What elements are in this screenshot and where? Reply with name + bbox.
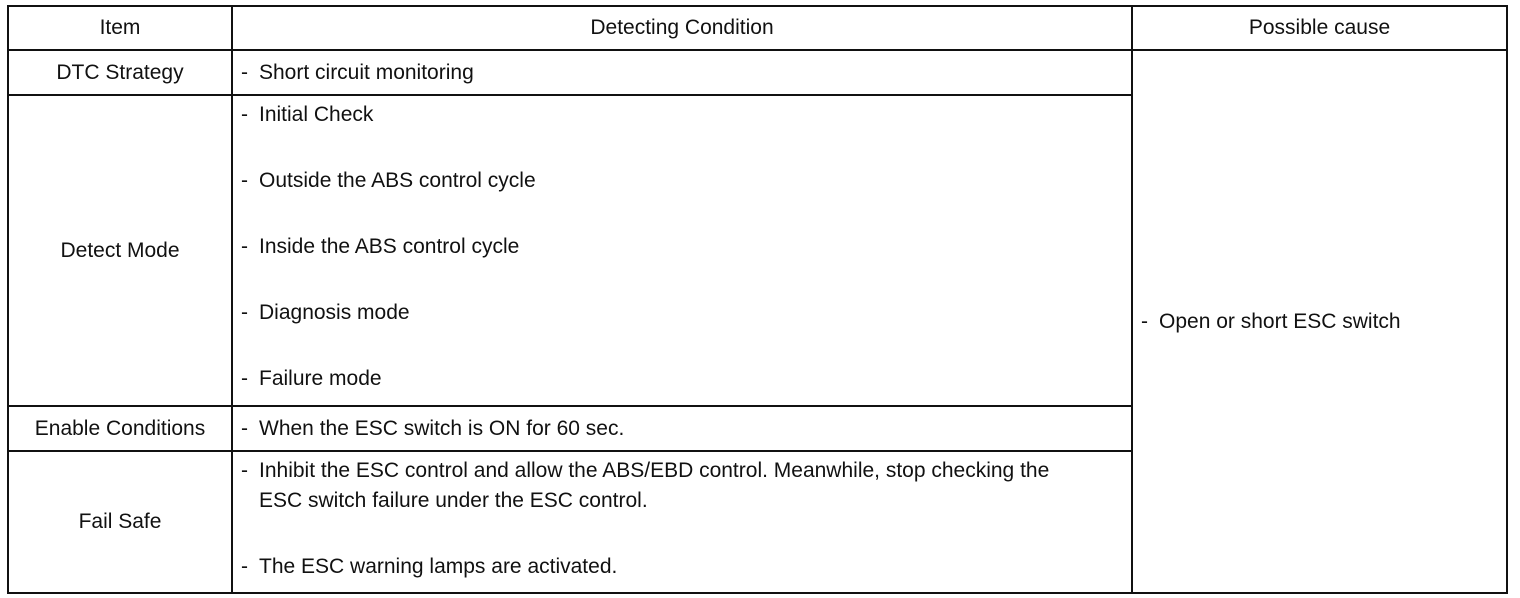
bullet-dash: -	[241, 555, 248, 578]
condition-line: - Failure mode	[241, 364, 1123, 394]
table-row: Enable Conditions - When the ESC switch …	[7, 405, 1507, 452]
row-item-detect-mode: Detect Mode	[7, 94, 233, 407]
header-possible-cause: Possible cause	[1131, 5, 1508, 51]
row-conditions: - Short circuit monitoring	[231, 49, 1133, 96]
row-conditions: - Initial Check - Outside the ABS contro…	[231, 94, 1133, 407]
condition-line: - Diagnosis mode	[241, 298, 1123, 328]
header-row: Item Detecting Condition Possible cause	[7, 5, 1508, 51]
condition-text: The ESC warning lamps are activated.	[259, 555, 618, 578]
bullet-dash: -	[241, 301, 248, 324]
row-item-enable-conditions: Enable Conditions	[7, 405, 233, 452]
header-item: Item	[7, 5, 233, 51]
bullet-dash: -	[241, 235, 248, 258]
row-conditions: - When the ESC switch is ON for 60 sec.	[231, 405, 1133, 452]
header-detecting-condition: Detecting Condition	[231, 5, 1133, 51]
condition-line: - Inside the ABS control cycle	[241, 232, 1123, 262]
condition-text: Inside the ABS control cycle	[259, 235, 520, 258]
condition-text: Failure mode	[259, 367, 382, 390]
diagnostic-table-wrapper: Item Detecting Condition Possible cause …	[7, 5, 1508, 594]
condition-text: When the ESC switch is ON for 60 sec.	[259, 416, 625, 440]
condition-line: - The ESC warning lamps are activated.	[241, 552, 1123, 582]
condition-line: - Short circuit monitoring	[241, 58, 1123, 88]
bullet-dash: -	[241, 103, 248, 126]
condition-line: - Outside the ABS control cycle	[241, 166, 1123, 196]
condition-text: Short circuit monitoring	[259, 60, 474, 84]
bullet-dash: -	[241, 169, 248, 192]
table-row: Fail Safe - Inhibit the ESC control and …	[7, 450, 1507, 594]
bullet-dash: -	[241, 60, 248, 84]
bullet-dash: -	[241, 459, 248, 482]
condition-text: Diagnosis mode	[259, 301, 410, 324]
cause-line: - Open or short ESC switch	[1141, 307, 1498, 337]
row-item-dtc-strategy: DTC Strategy	[7, 49, 233, 96]
row-conditions: - Inhibit the ESC control and allow the …	[231, 450, 1133, 594]
condition-text: Inhibit the ESC control and allow the AB…	[259, 459, 1050, 512]
condition-text: Initial Check	[259, 103, 374, 126]
diagnostic-table: Item Detecting Condition Possible cause …	[7, 5, 1508, 594]
row-item-fail-safe: Fail Safe	[7, 450, 233, 594]
table-row: DTC Strategy - Short circuit monitoring …	[7, 49, 1508, 594]
possible-cause-cell: - Open or short ESC switch	[1131, 49, 1508, 594]
table-row: Detect Mode - Initial Check - Outside th…	[7, 94, 1507, 407]
condition-line: - Inhibit the ESC control and allow the …	[241, 456, 1123, 516]
condition-line: - When the ESC switch is ON for 60 sec.	[241, 414, 1123, 444]
bullet-dash: -	[241, 416, 248, 440]
condition-text: Outside the ABS control cycle	[259, 169, 536, 192]
condition-line: - Initial Check	[241, 100, 1123, 130]
bullet-dash: -	[241, 367, 248, 390]
bullet-dash: -	[1141, 309, 1148, 333]
cause-text: Open or short ESC switch	[1159, 309, 1401, 333]
